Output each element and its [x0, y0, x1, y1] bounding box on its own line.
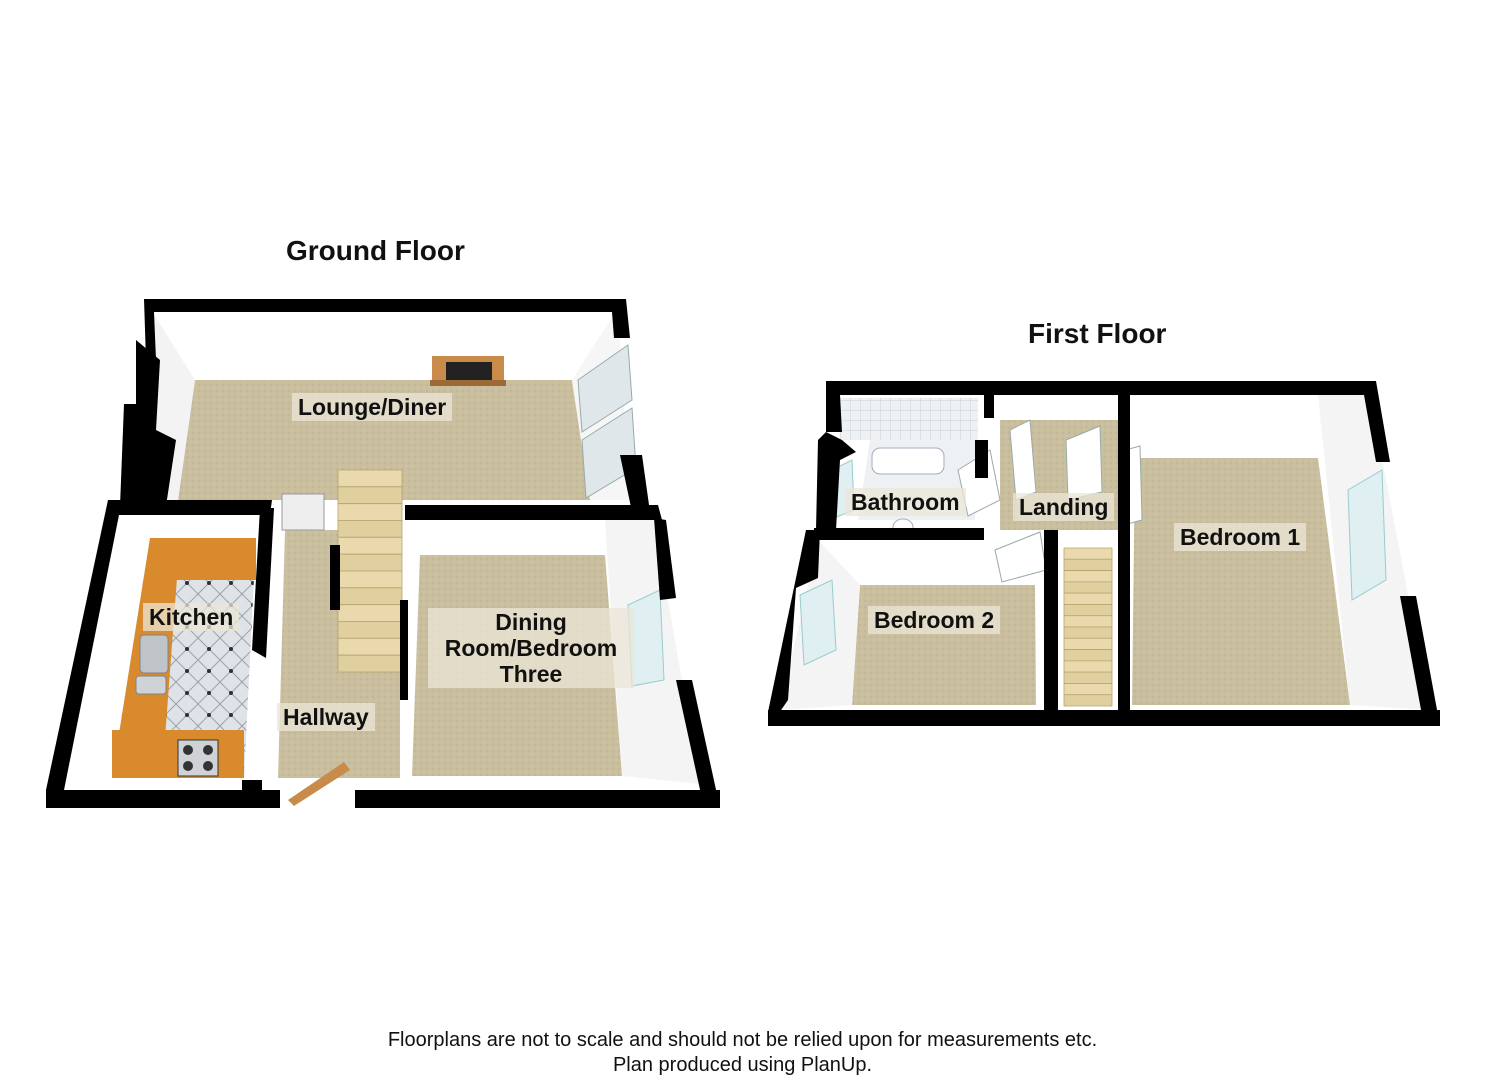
stair-tread — [1063, 660, 1113, 673]
fireplace-icon — [430, 356, 506, 386]
stair-tread — [337, 637, 403, 656]
stair-tread — [1063, 604, 1113, 617]
stair-tread — [337, 570, 403, 589]
stair-tread — [1063, 581, 1113, 594]
stair-tread — [1063, 570, 1113, 583]
stair-tread — [337, 654, 403, 673]
first-floor-plan — [768, 381, 1440, 726]
dining-label-line1: Dining — [495, 609, 567, 635]
stair-tread — [337, 486, 403, 505]
stair-tread — [337, 604, 403, 622]
radiator-icon — [281, 493, 325, 531]
dining-label-line3: Three — [499, 661, 563, 687]
dining-room-label: Dining Room/Bedroom Three — [428, 608, 634, 688]
stair-tread — [1063, 637, 1113, 650]
stair-tread — [337, 469, 403, 488]
patio-door-icon — [577, 344, 637, 499]
landing-label: Landing — [1013, 493, 1115, 521]
stair-tread — [1063, 626, 1113, 639]
hallway-label: Hallway — [277, 703, 375, 731]
first-floor-walls — [768, 381, 1440, 726]
stair-tread — [337, 520, 403, 538]
stair-tread — [337, 536, 403, 555]
ground-floor-walls — [46, 299, 720, 808]
bedroom-2-label: Bedroom 2 — [868, 606, 1001, 634]
credit-text: Plan produced using PlanUp. — [612, 1054, 873, 1076]
window-icon — [1347, 469, 1387, 601]
stair-tread — [1063, 671, 1113, 684]
stair-tread — [1063, 649, 1113, 662]
bedroom-1-label: Bedroom 1 — [1174, 523, 1307, 551]
stair-tread — [337, 587, 403, 606]
stair-tread — [1063, 558, 1113, 571]
disclaimer-text: Floorplans are not to scale and should n… — [387, 1029, 1098, 1051]
ground-floor-stairs — [337, 469, 403, 673]
ground-floor-plan — [46, 299, 720, 808]
stair-tread — [1063, 683, 1113, 696]
dining-label-line2: Room/Bedroom — [444, 635, 618, 661]
stair-tread — [337, 553, 403, 572]
bathroom-label: Bathroom — [845, 488, 966, 516]
first-floor-title: First Floor — [1028, 318, 1167, 349]
kitchen-label: Kitchen — [143, 603, 240, 631]
front-door-icon — [288, 762, 350, 806]
first-floor-stairs — [1063, 547, 1113, 707]
stair-tread — [1063, 694, 1113, 707]
sink-icon — [135, 634, 169, 695]
stair-tread — [1063, 592, 1113, 605]
stair-tread — [1063, 615, 1113, 628]
lounge-diner-label: Lounge/Diner — [292, 393, 453, 421]
stair-tread — [337, 621, 403, 639]
stair-tread — [1063, 547, 1113, 560]
hob-icon — [177, 739, 219, 777]
stair-tread — [337, 503, 403, 521]
ground-floor-title: Ground Floor — [286, 235, 465, 266]
